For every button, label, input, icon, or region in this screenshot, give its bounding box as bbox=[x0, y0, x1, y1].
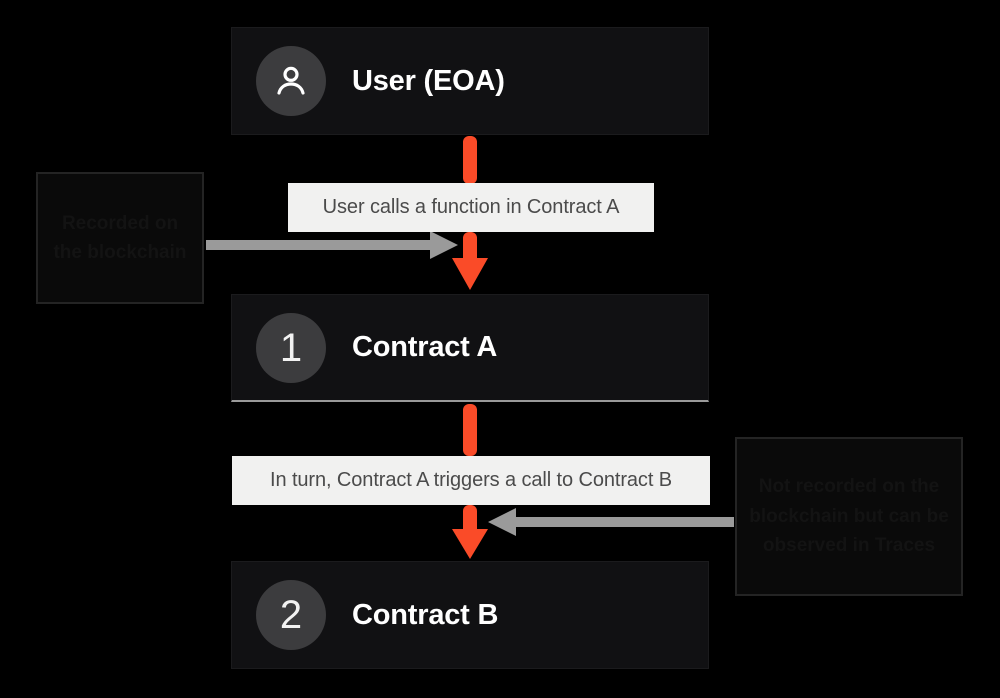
node-label: Contract B bbox=[352, 598, 499, 631]
annotation-not-recorded-traces: Not recorded on the blockchain but can b… bbox=[735, 437, 963, 596]
flow-arrow-label2-to-contract-b bbox=[452, 505, 488, 559]
annotation-arrow-left bbox=[206, 231, 458, 259]
edge-label-user-to-contract-a: User calls a function in Contract A bbox=[288, 183, 654, 232]
node-contract-a[interactable]: 1 Contract A bbox=[231, 294, 709, 402]
node-label: User (EOA) bbox=[352, 64, 505, 97]
node-contract-b[interactable]: 2 Contract B bbox=[231, 561, 709, 669]
flow-arrow-label1-to-contract-a bbox=[452, 232, 488, 290]
person-icon bbox=[256, 46, 326, 116]
flow-arrow-user-to-label1 bbox=[463, 136, 477, 184]
flow-arrow-contract-a-to-label2 bbox=[463, 404, 477, 456]
annotation-recorded-on-blockchain: Recorded on the blockchain bbox=[36, 172, 204, 304]
node-label: Contract A bbox=[352, 331, 498, 363]
edge-label-contract-a-to-contract-b: In turn, Contract A triggers a call to C… bbox=[232, 456, 710, 505]
step-number-badge: 2 bbox=[256, 580, 326, 650]
annotation-arrow-right bbox=[488, 508, 734, 536]
node-user-eoa[interactable]: User (EOA) bbox=[231, 27, 709, 135]
step-number-badge: 1 bbox=[256, 312, 326, 383]
step-number: 1 bbox=[279, 325, 303, 370]
step-number: 2 bbox=[279, 593, 303, 637]
